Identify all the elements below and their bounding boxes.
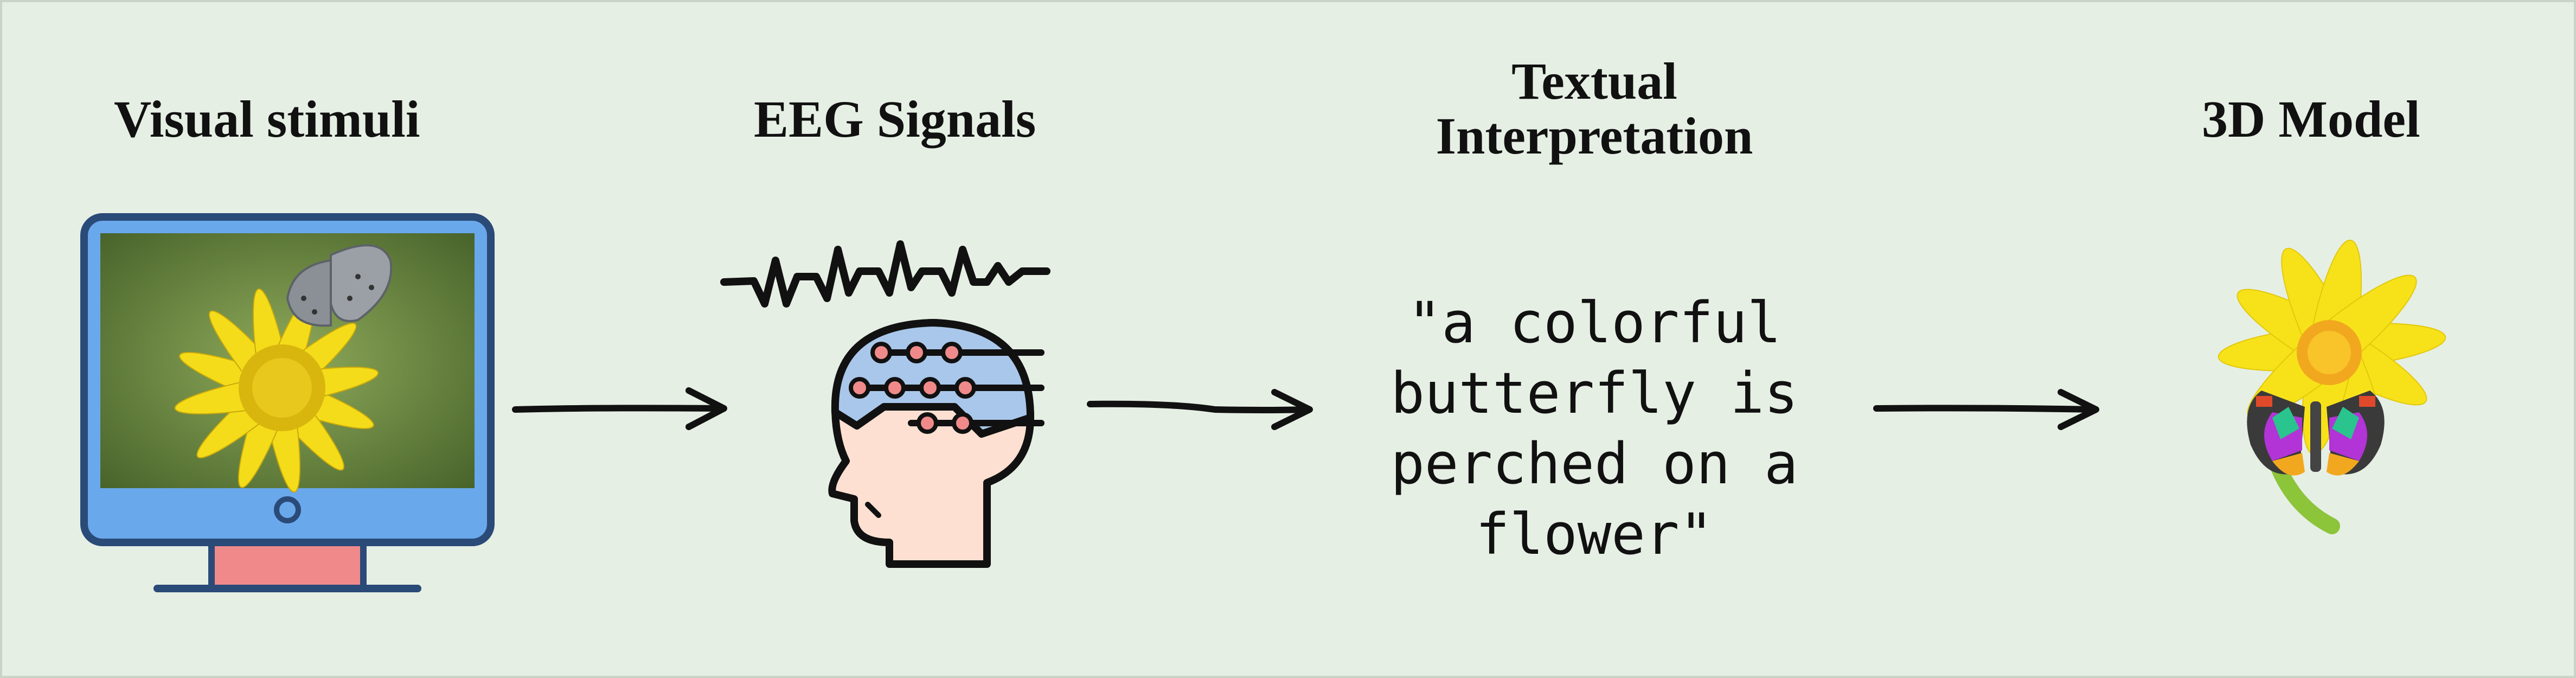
caption-line-3: perched on a [1390, 431, 1798, 497]
electrode-dots [849, 342, 976, 434]
arrow-right-icon [1873, 389, 2099, 430]
caption-line-1: "a colorful [1407, 290, 1782, 356]
3d-butterfly [2247, 391, 2385, 476]
heading-3d-model: 3D Model [2202, 90, 2420, 148]
caption-line-4: flower" [1475, 501, 1714, 567]
monitor-icon [80, 213, 495, 592]
caption-text: "a colorful butterfly is perched on a fl… [1345, 287, 1844, 570]
brain-head-icon [828, 319, 1045, 568]
caption-line-2: butterfly is [1390, 360, 1798, 426]
heading-line-1: Textual [1511, 52, 1677, 110]
butterfly-photo [286, 244, 393, 327]
eeg-wave-icon [720, 240, 1050, 308]
arrow-right-icon [512, 387, 727, 430]
heading-textual-interpretation: Textual Interpretation [1405, 54, 1784, 164]
heading-line-2: Interpretation [1436, 106, 1753, 165]
heading-visual-stimuli: Visual stimuli [114, 90, 420, 148]
3d-model-icon [2218, 239, 2446, 534]
heading-eeg-signals: EEG Signals [754, 90, 1036, 148]
arrow-right-icon [1087, 389, 1313, 430]
